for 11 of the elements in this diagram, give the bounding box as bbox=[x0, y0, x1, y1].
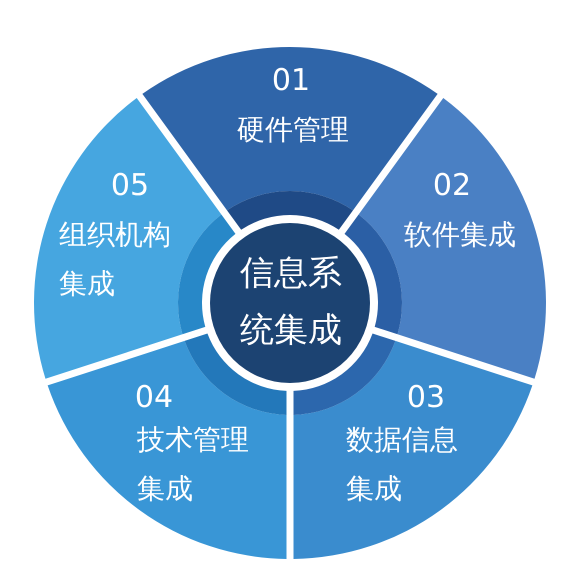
segment-number: 01 bbox=[272, 63, 310, 99]
segment-label: 技术管理集成 bbox=[137, 422, 250, 506]
segment-label: 硬件管理 bbox=[237, 112, 350, 148]
center-label: 信息系统集成 bbox=[238, 252, 343, 352]
segment-number: 03 bbox=[406, 380, 446, 416]
segment-label: 组织机构集成 bbox=[59, 216, 172, 302]
segment-number: 05 bbox=[110, 168, 150, 204]
segment-label: 软件集成 bbox=[404, 216, 517, 252]
segment-label: 数据信息集成 bbox=[346, 422, 459, 506]
segment-number: 02 bbox=[432, 168, 472, 204]
segment-number: 04 bbox=[134, 380, 174, 416]
